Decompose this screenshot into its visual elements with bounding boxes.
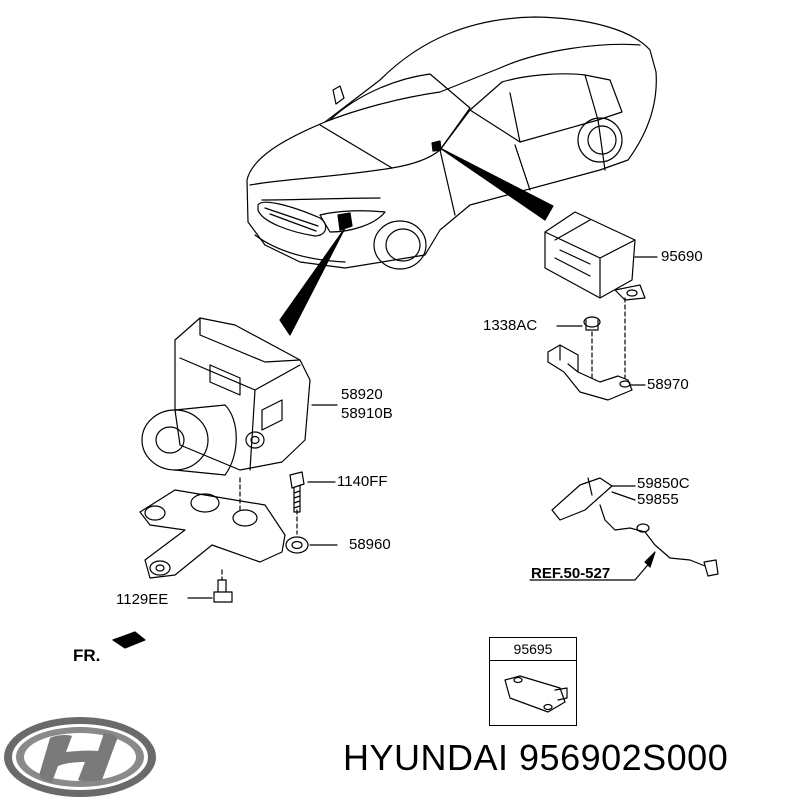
bolt-1129ee [213,579,233,603]
part-95695-box: 95695 [489,637,577,726]
label-1140ff: 1140FF [337,473,388,490]
yaw-rate-sensor [544,211,646,301]
front-direction-label: FR. [73,646,101,665]
pointer-to-abs [279,227,346,336]
wheel-speed-sensor [551,477,719,577]
abs-module [141,317,311,476]
bolt-1140ff [289,471,305,513]
part-95695-drawing [504,675,568,713]
label-95695: 95695 [490,638,576,661]
label-58970: 58970 [647,376,689,393]
label-59855: 59855 [637,491,679,508]
label-58910b: 58910B [341,405,393,422]
label-58920: 58920 [341,386,383,403]
label-1129ee: 1129EE [116,591,169,608]
hyundai-logo [4,717,156,797]
front-direction-arrow [112,631,146,649]
abs-bracket [139,489,309,579]
label-1338ac: 1338AC [483,317,538,334]
pointer-to-sensor [439,147,554,221]
brand-part-number: HYUNDAI 956902S000 [343,737,729,778]
label-58960: 58960 [349,536,391,553]
label-95690: 95690 [661,248,703,265]
label-ref-50-527: REF.50-527 [531,565,611,582]
car-illustration [246,16,657,270]
sensor-bracket [547,316,633,401]
label-59850c: 59850C [637,475,690,492]
